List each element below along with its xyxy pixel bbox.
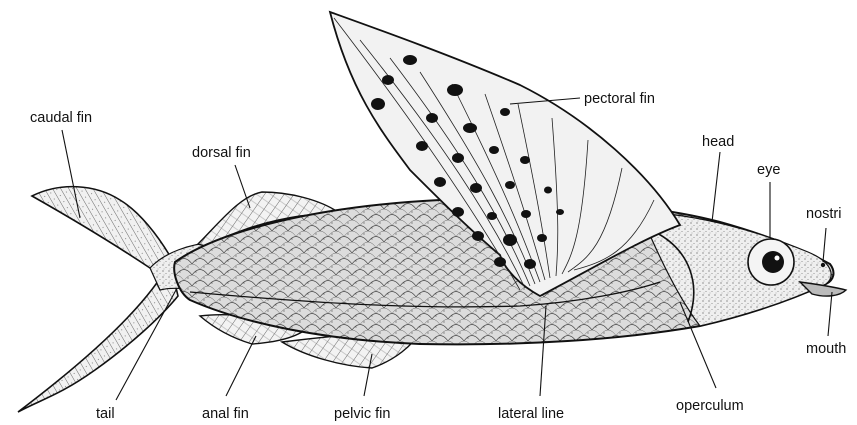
caudal-fin-lower-lobe — [18, 262, 178, 412]
label-mouth: mouth — [806, 341, 846, 357]
leader-mouth — [828, 292, 832, 336]
caudal-fin-upper-lobe — [32, 187, 170, 268]
label-head: head — [702, 134, 734, 150]
label-lateral-line: lateral line — [498, 406, 564, 422]
label-operculum: operculum — [676, 398, 744, 414]
leader-head — [712, 152, 720, 222]
label-caudal-fin: caudal fin — [30, 110, 92, 126]
label-dorsal-fin: dorsal fin — [192, 145, 251, 161]
label-anal-fin: anal fin — [202, 406, 249, 422]
label-eye: eye — [757, 162, 780, 178]
leader-nostril — [823, 228, 826, 262]
label-pectoral-fin: pectoral fin — [584, 91, 655, 107]
leader-anal-fin — [226, 336, 256, 396]
nostril-dot — [821, 263, 825, 267]
eye-pupil — [762, 251, 784, 273]
label-tail: tail — [96, 406, 115, 422]
label-pelvic-fin: pelvic fin — [334, 406, 390, 422]
label-nostril: nostri — [806, 206, 841, 222]
